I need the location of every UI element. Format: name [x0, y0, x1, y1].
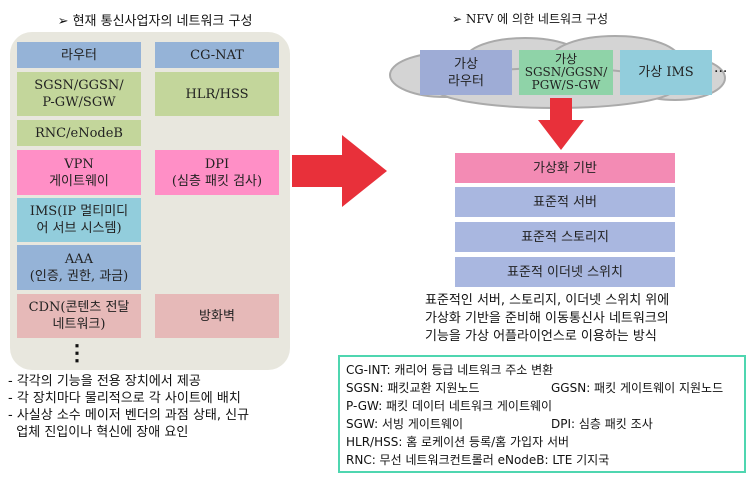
definitions-box: CG-INT: 캐리어 등급 네트워크 주소 변환 SGSN: 패킷교환 지원노…: [338, 355, 746, 473]
virtual-ims: 가상 IMS: [620, 50, 712, 95]
box-vpn: VPN 게이트웨이: [17, 150, 141, 195]
more-dots: ⋮: [66, 340, 88, 366]
box-hlr: HLR/HSS: [155, 72, 279, 116]
bullet: 업체 진입이나 혁신에 장애 요인: [8, 425, 189, 440]
stack-switch: 표준적 이더넷 스위치: [455, 257, 675, 287]
box-cgnat: CG-NAT: [155, 42, 279, 68]
definition: HLR/HSS: 홈 로케이션 등록/홈 가입자 서버: [346, 435, 570, 449]
box-sgsn: SGSN/GGSN/ P-GW/SGW: [17, 72, 141, 116]
bullet: - 각각의 기능을 전용 장치에서 제공: [8, 374, 201, 389]
box-router: 라우터: [17, 42, 141, 68]
box-firewall: 방화벽: [155, 294, 279, 338]
nfv-description: 표준적인 서버, 스토리지, 이더넷 스위치 위에 가상화 기반을 준비해 이동…: [425, 293, 670, 344]
definition: DPI: 심층 패킷 조사: [551, 417, 653, 431]
definition: RNC: 무선 네트워크컨트롤러 eNodeB: LTE 기지국: [346, 453, 610, 467]
left-title: ➢ 현재 통신사업자의 네트워크 구성: [57, 14, 253, 29]
bullet-list: - 각각의 기능을 전용 장치에서 제공 - 각 장치마다 물리적으로 각 사이트…: [8, 373, 249, 441]
definition: GGSN: 패킷 게이트웨이 지원노드: [551, 381, 724, 395]
definition: P-GW: 패킷 데이터 네트워크 게이트웨이: [346, 399, 553, 413]
definition: SGW: 서빙 게이트웨이: [346, 417, 464, 431]
box-aaa: AAA (인증, 권한, 과금): [17, 245, 141, 290]
bullet: - 사실상 소수 메이저 벤더의 과점 상태, 신규: [8, 408, 250, 423]
stack-storage: 표준적 스토리지: [455, 222, 675, 252]
stack-virtualization: 가상화 기반: [455, 153, 675, 183]
definition: CG-INT: 캐리어 등급 네트워크 주소 변환: [346, 363, 554, 377]
right-title: ➢ NFV 에 의한 네트워크 구성: [452, 12, 608, 26]
more-dots: ···: [714, 64, 728, 80]
stack-server: 표준적 서버: [455, 187, 675, 217]
down-arrow-icon: [538, 98, 584, 150]
definition: SGSN: 패킷교환 지원노드: [346, 381, 480, 395]
right-arrow-icon: [292, 135, 387, 207]
virtual-router: 가상 라우터: [420, 50, 512, 95]
box-rnc: RNC/eNodeB: [17, 120, 141, 146]
virtual-sgsn: 가상 SGSN/GGSN/ PGW/S-GW: [519, 50, 613, 95]
box-cdn: CDN(콘텐츠 전달 네트워크): [17, 294, 141, 338]
box-ims: IMS(IP 멀티미디 어 서브 시스템): [17, 198, 141, 242]
box-dpi: DPI (심층 패킷 검사): [155, 150, 279, 195]
bullet: - 각 장치마다 물리적으로 각 사이트에 배치: [8, 391, 241, 406]
